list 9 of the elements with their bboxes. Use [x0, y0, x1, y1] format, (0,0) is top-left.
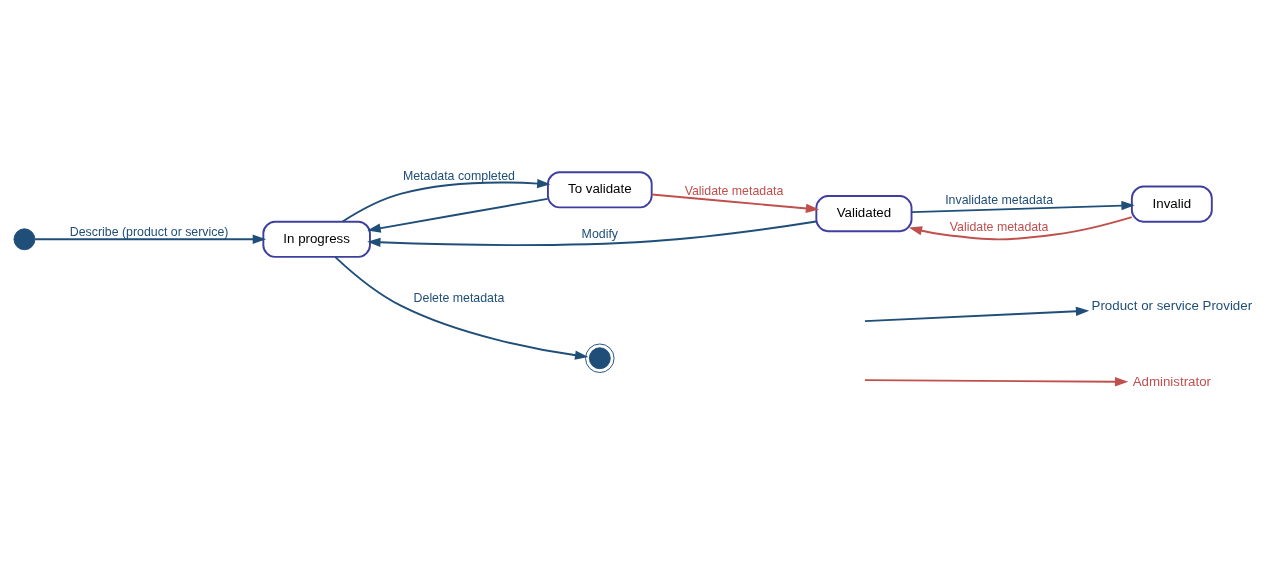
edge-label: Validate metadata [684, 183, 784, 198]
edge-label: Invalidate metadata [945, 193, 1054, 208]
edge-label: Modify [581, 226, 619, 241]
edge-label: Describe (product or service) [69, 224, 229, 239]
edge-label: Metadata completed [402, 168, 515, 183]
edge-label: Validate metadata [949, 220, 1049, 235]
legend-label: Administrator [1132, 373, 1212, 389]
legend-label: Product or service Provider [1091, 298, 1253, 314]
edge-label: Delete metadata [413, 291, 505, 306]
